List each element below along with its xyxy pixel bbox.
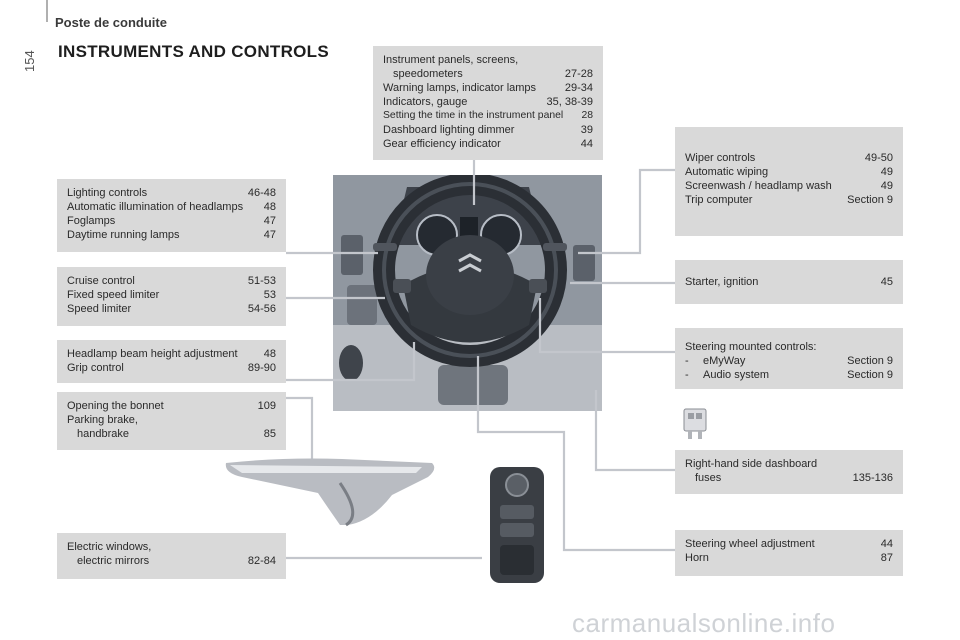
row-right-hand-dashboard: Right-hand side dashboard (685, 458, 818, 470)
instruments-box: Instrument panels, screens, speedometers… (373, 46, 603, 160)
side-rule (46, 0, 48, 22)
row-steering-mounted-title: Steering mounted controls: (685, 341, 817, 353)
page-title: INSTRUMENTS AND CONTROLS (58, 42, 330, 61)
fuse-icon (683, 408, 707, 439)
dashboard-photo (333, 175, 602, 411)
steering-wheel-illustration (333, 175, 602, 411)
row-electric-windows: Electric windows, (67, 541, 152, 553)
section-title: Poste de conduite (55, 15, 167, 30)
row-setting-time: Setting the time in the instrument panel… (383, 110, 593, 121)
row-parking-brake: Parking brake, (67, 414, 138, 426)
row-instrument-panels: Instrument panels, screens, (383, 54, 519, 66)
handbrake-illustration (225, 458, 435, 527)
window-switch-illustration (490, 467, 544, 583)
watermark: carmanualsonline.info (572, 608, 836, 638)
